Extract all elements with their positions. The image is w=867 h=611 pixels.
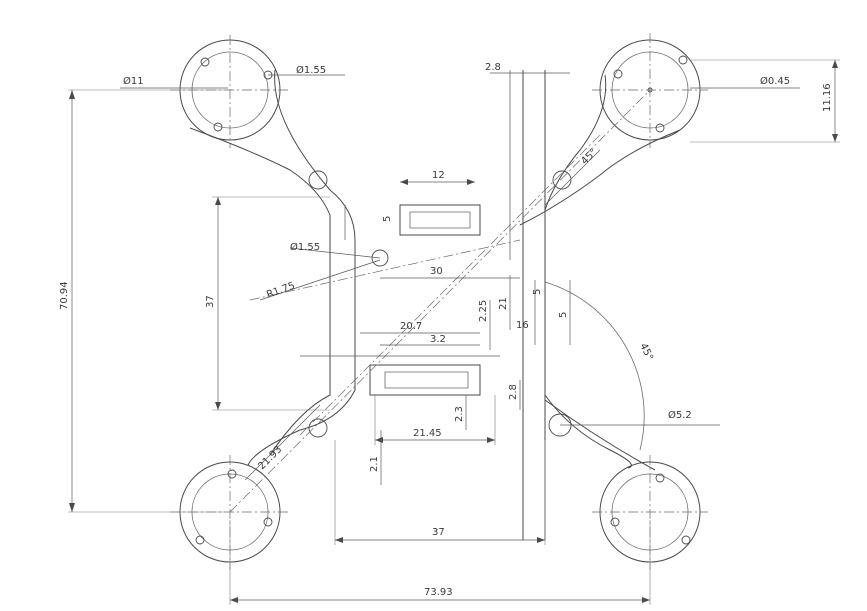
label-span-21-45: 21.45 bbox=[413, 428, 442, 439]
angle-arc bbox=[544, 281, 645, 451]
label-v-2-25: 2.25 bbox=[478, 300, 489, 322]
label-outer-ring-diameter: Ø11 bbox=[123, 75, 144, 87]
label-v-2-1: 2.1 bbox=[369, 456, 380, 472]
label-mid-height: 37 bbox=[205, 295, 216, 308]
label-slot-height: 5 bbox=[382, 216, 393, 222]
label-right-height: 11.16 bbox=[822, 83, 833, 112]
arrowheads bbox=[69, 60, 838, 603]
ring-top-left bbox=[170, 35, 290, 148]
label-center-hole-diameter: Ø1.55 bbox=[290, 241, 320, 253]
label-small-5: 5 bbox=[532, 289, 543, 295]
label-v-16: 16 bbox=[516, 320, 529, 331]
label-top-gap: 2.8 bbox=[485, 62, 501, 73]
label-angle-tr: 45° bbox=[579, 147, 599, 167]
label-v-2-8: 2.8 bbox=[508, 384, 519, 400]
label-bottom-37: 37 bbox=[432, 527, 445, 538]
label-span-20-7: 20.7 bbox=[400, 321, 422, 332]
label-arm-width: 21.93 bbox=[256, 444, 284, 472]
label-v-21: 21 bbox=[498, 297, 509, 310]
center-plate bbox=[509, 70, 546, 540]
label-radius: R1.75 bbox=[265, 280, 296, 300]
label-bottom-hole-diameter: Ø5.2 bbox=[668, 409, 692, 421]
label-overall-height: 70.94 bbox=[59, 281, 70, 310]
label-span-30: 30 bbox=[430, 266, 443, 277]
label-v-5: 5 bbox=[558, 312, 569, 318]
label-small-hole-diameter: Ø1.55 bbox=[296, 64, 326, 76]
label-slot-width: 12 bbox=[432, 170, 445, 181]
dimension-lines bbox=[68, 59, 840, 605]
label-span-3-2: 3.2 bbox=[430, 334, 446, 345]
upper-slot bbox=[308, 170, 481, 267]
label-angle: 45° bbox=[637, 342, 654, 363]
dimension-labels: Ø11 Ø1.55 Ø0.45 11.16 2.8 70.94 37 12 5 … bbox=[59, 62, 833, 598]
label-overall-width: 73.93 bbox=[424, 587, 453, 598]
label-v-2-3: 2.3 bbox=[454, 406, 465, 422]
ring-top-right bbox=[592, 33, 708, 148]
diagonal-centerlines bbox=[229, 89, 651, 513]
label-right-hole-diameter: Ø0.45 bbox=[760, 75, 790, 87]
